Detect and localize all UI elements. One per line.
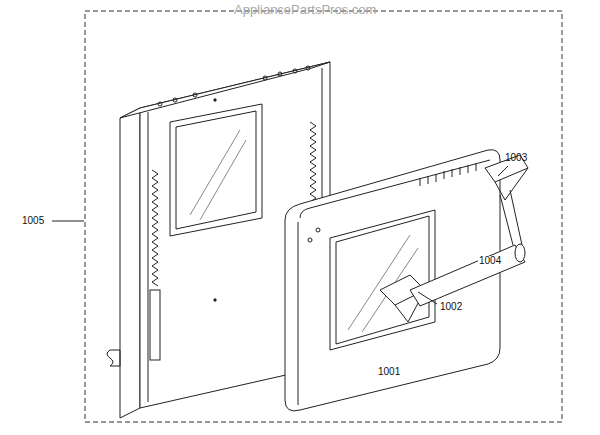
callout-number: 1002 — [440, 302, 462, 312]
callout-number: 1004 — [478, 256, 502, 266]
watermark: AppliancePartsPros.com — [234, 3, 376, 16]
outer-door — [285, 150, 528, 411]
assembly-boundary — [85, 11, 562, 422]
callout-number: 1005 — [22, 216, 44, 226]
callout-number: 1001 — [378, 367, 400, 377]
leader-line — [52, 221, 84, 222]
callout-number: 1003 — [505, 153, 527, 163]
